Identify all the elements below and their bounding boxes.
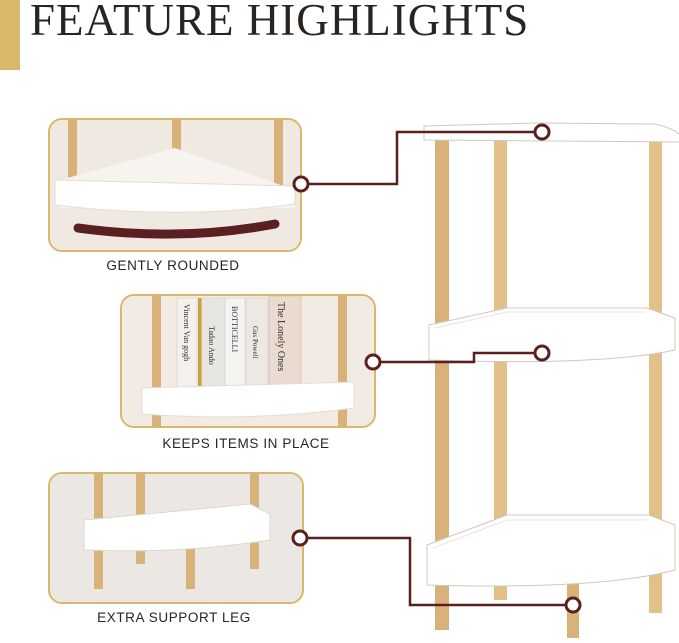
callout-dot [364, 353, 382, 371]
title-accent-bar [0, 0, 20, 70]
support-leg-closeup-image [50, 474, 302, 602]
book-spine-text: Vincent Van gogh [182, 304, 191, 361]
callout-dot [564, 596, 582, 614]
page-title: FEATURE HIGHLIGHTS [30, 0, 530, 45]
bottom-shelf [426, 514, 676, 587]
book-spine-text: Tadao Ando [207, 326, 216, 365]
feature-caption: KEEPS ITEMS IN PLACE [162, 436, 330, 451]
callout-dot [533, 344, 551, 362]
book-spine-text: The Lonely Ones [275, 302, 286, 372]
callout-dot [533, 123, 551, 141]
feature-panel-leg [48, 472, 304, 604]
shelf-with-books-image: Vincent Van gogh Tadao Ando BOTTICELLI G… [122, 296, 374, 426]
book-spine-text: BOTTICELLI [230, 306, 239, 353]
book-spine-text: Gus Powell [251, 326, 259, 359]
callout-dot [291, 529, 309, 547]
shelf-leg [494, 140, 507, 600]
callout-dot [292, 175, 310, 193]
shelf-leg [435, 140, 449, 630]
rounded-shelf-closeup-image [50, 120, 300, 250]
top-shelf [423, 122, 679, 143]
feature-caption: GENTLY ROUNDED [106, 258, 240, 273]
corner-shelf-product-image [423, 122, 679, 638]
shelf-leg [649, 138, 662, 613]
feature-caption: EXTRA SUPPORT LEG [97, 610, 251, 625]
feature-panel-rounded [48, 118, 302, 252]
